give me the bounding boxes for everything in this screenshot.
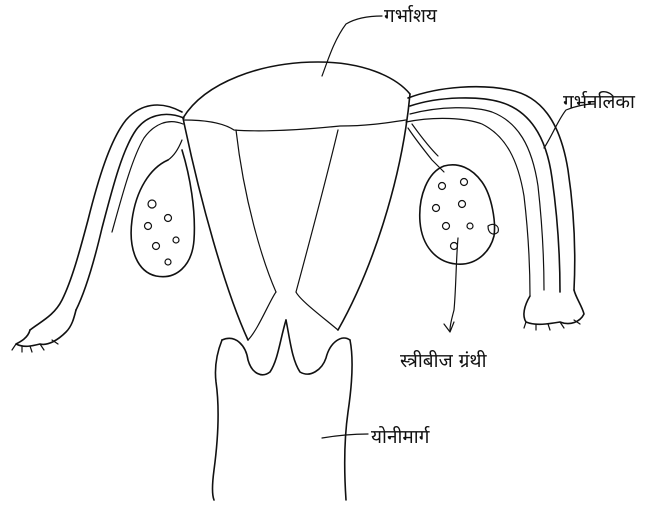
label-ovary: स्त्रीबीज ग्रंथी <box>400 352 487 371</box>
label-fallopian-tube: गर्भनलिका <box>563 93 635 112</box>
left-ovary <box>131 140 194 277</box>
uterus <box>183 62 410 340</box>
pointer-uterus <box>322 16 382 76</box>
label-vagina: योनीमार्ग <box>371 428 429 447</box>
label-uterus: गर्भाशय <box>384 7 437 26</box>
vagina <box>213 320 353 500</box>
right-ovary <box>408 124 498 264</box>
pointer-ovary <box>444 238 458 332</box>
left-fallopian-tube <box>12 105 184 352</box>
